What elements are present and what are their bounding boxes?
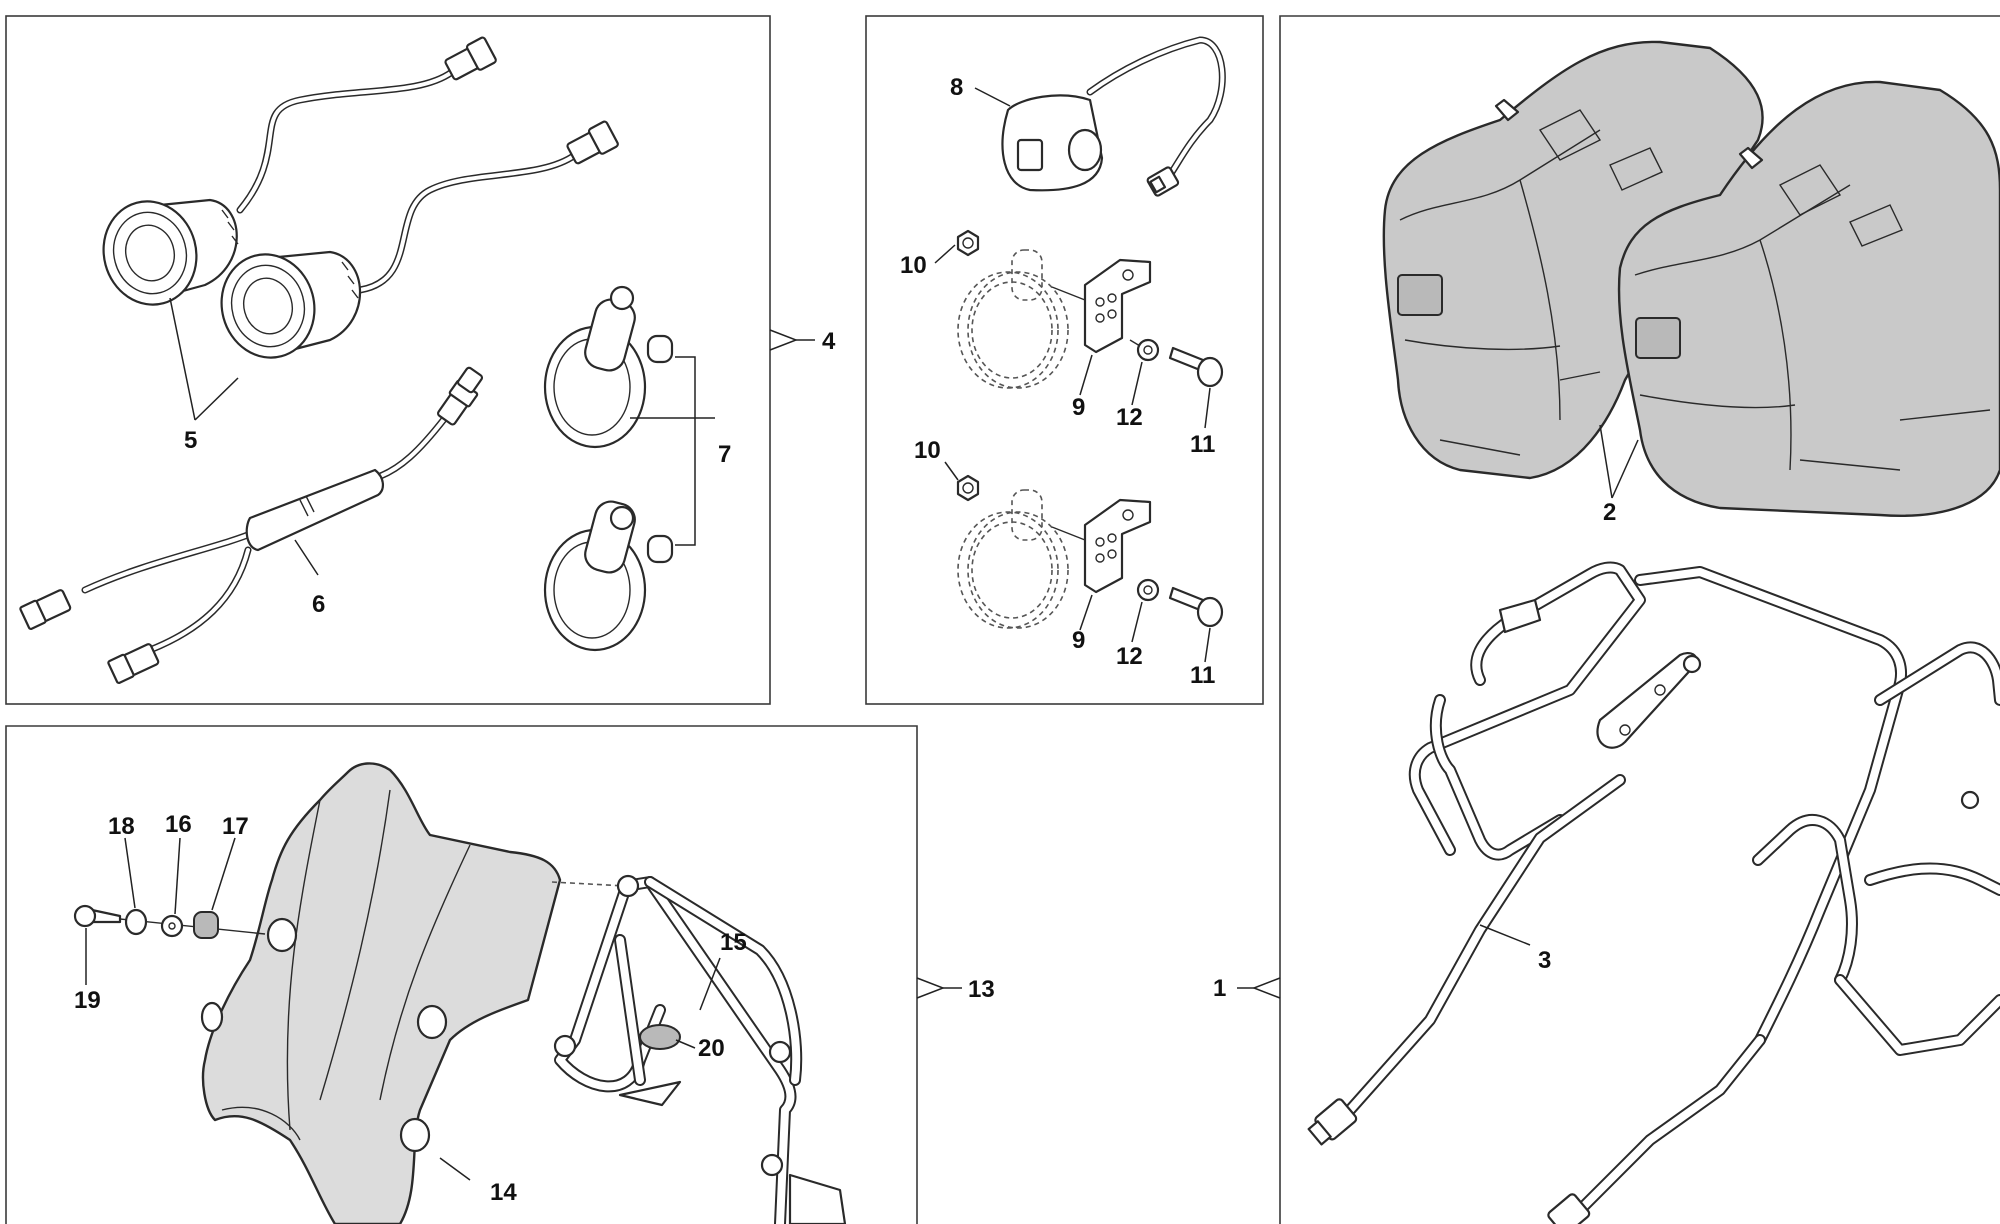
group-bracket-4 xyxy=(769,329,799,351)
callout-12-upper: 12 xyxy=(1116,404,1143,431)
callout-11-upper: 11 xyxy=(1190,431,1215,458)
group-bracket-13 xyxy=(916,977,946,999)
callout-4: 4 xyxy=(822,328,836,355)
callout-15: 15 xyxy=(720,929,747,956)
l-bracket xyxy=(1083,258,1152,354)
callout-10-lower: 10 xyxy=(914,437,941,464)
callout-6: 6 xyxy=(312,591,325,618)
callout-1: 1 xyxy=(1213,975,1226,1002)
grommet xyxy=(193,911,219,939)
auxiliary-light-1 xyxy=(102,198,239,306)
callout-18: 18 xyxy=(108,813,135,840)
rubber-cap xyxy=(639,1024,681,1050)
handlebar-clamp-set-upper xyxy=(934,229,1224,429)
windscreen-kit xyxy=(73,762,626,1224)
auxiliary-light-2 xyxy=(220,250,362,359)
spacer xyxy=(124,908,148,936)
frame-side-cases xyxy=(1279,15,2000,1224)
connector-top-1 xyxy=(444,36,497,81)
connector-top-2 xyxy=(566,120,619,165)
handlebar-clamp-set-lower xyxy=(944,461,1224,663)
callout-9-lower: 9 xyxy=(1072,627,1085,654)
panel-frames xyxy=(5,15,2000,1224)
callout-labels: 1 2 3 4 5 6 7 8 9 9 10 10 11 11 12 12 13… xyxy=(74,74,1616,1206)
callout-19: 19 xyxy=(74,987,101,1014)
frame-switch-and-clamps xyxy=(865,15,1264,705)
callout-9-upper: 9 xyxy=(1072,394,1085,421)
callout-12-lower: 12 xyxy=(1116,643,1143,670)
callout-11-lower: 11 xyxy=(1190,662,1215,689)
mounting-clamp-2 xyxy=(543,500,674,652)
side-cases xyxy=(1382,40,2000,517)
frame-auxiliary-lights xyxy=(5,15,771,705)
callout-7: 7 xyxy=(718,441,731,468)
washer-16 xyxy=(160,914,184,938)
side-case-right xyxy=(1617,80,2000,517)
wiring-harness xyxy=(19,366,484,684)
frame-windscreen xyxy=(5,725,918,1224)
windscreen-bracket xyxy=(553,874,847,1224)
group-bracket-1 xyxy=(1251,977,1281,999)
callout-20: 20 xyxy=(698,1035,725,1062)
callout-3: 3 xyxy=(1538,947,1551,974)
aux-light-kit xyxy=(19,36,715,684)
windscreen xyxy=(201,762,562,1224)
hex-nut xyxy=(956,229,980,257)
callout-8: 8 xyxy=(950,74,963,101)
pannier-frame xyxy=(1307,561,2000,1224)
washer xyxy=(1136,338,1160,362)
callout-17: 17 xyxy=(222,813,249,840)
callout-13: 13 xyxy=(968,976,995,1003)
mounting-clamp-1 xyxy=(543,285,674,449)
switch-kit xyxy=(974,36,1226,197)
callout-5: 5 xyxy=(184,427,197,454)
callout-14: 14 xyxy=(490,1179,517,1206)
screw xyxy=(90,908,122,924)
mounting-plate xyxy=(1596,651,1698,749)
callout-2: 2 xyxy=(1603,499,1616,526)
callout-16: 16 xyxy=(165,811,192,838)
callout-10-upper: 10 xyxy=(900,252,927,279)
